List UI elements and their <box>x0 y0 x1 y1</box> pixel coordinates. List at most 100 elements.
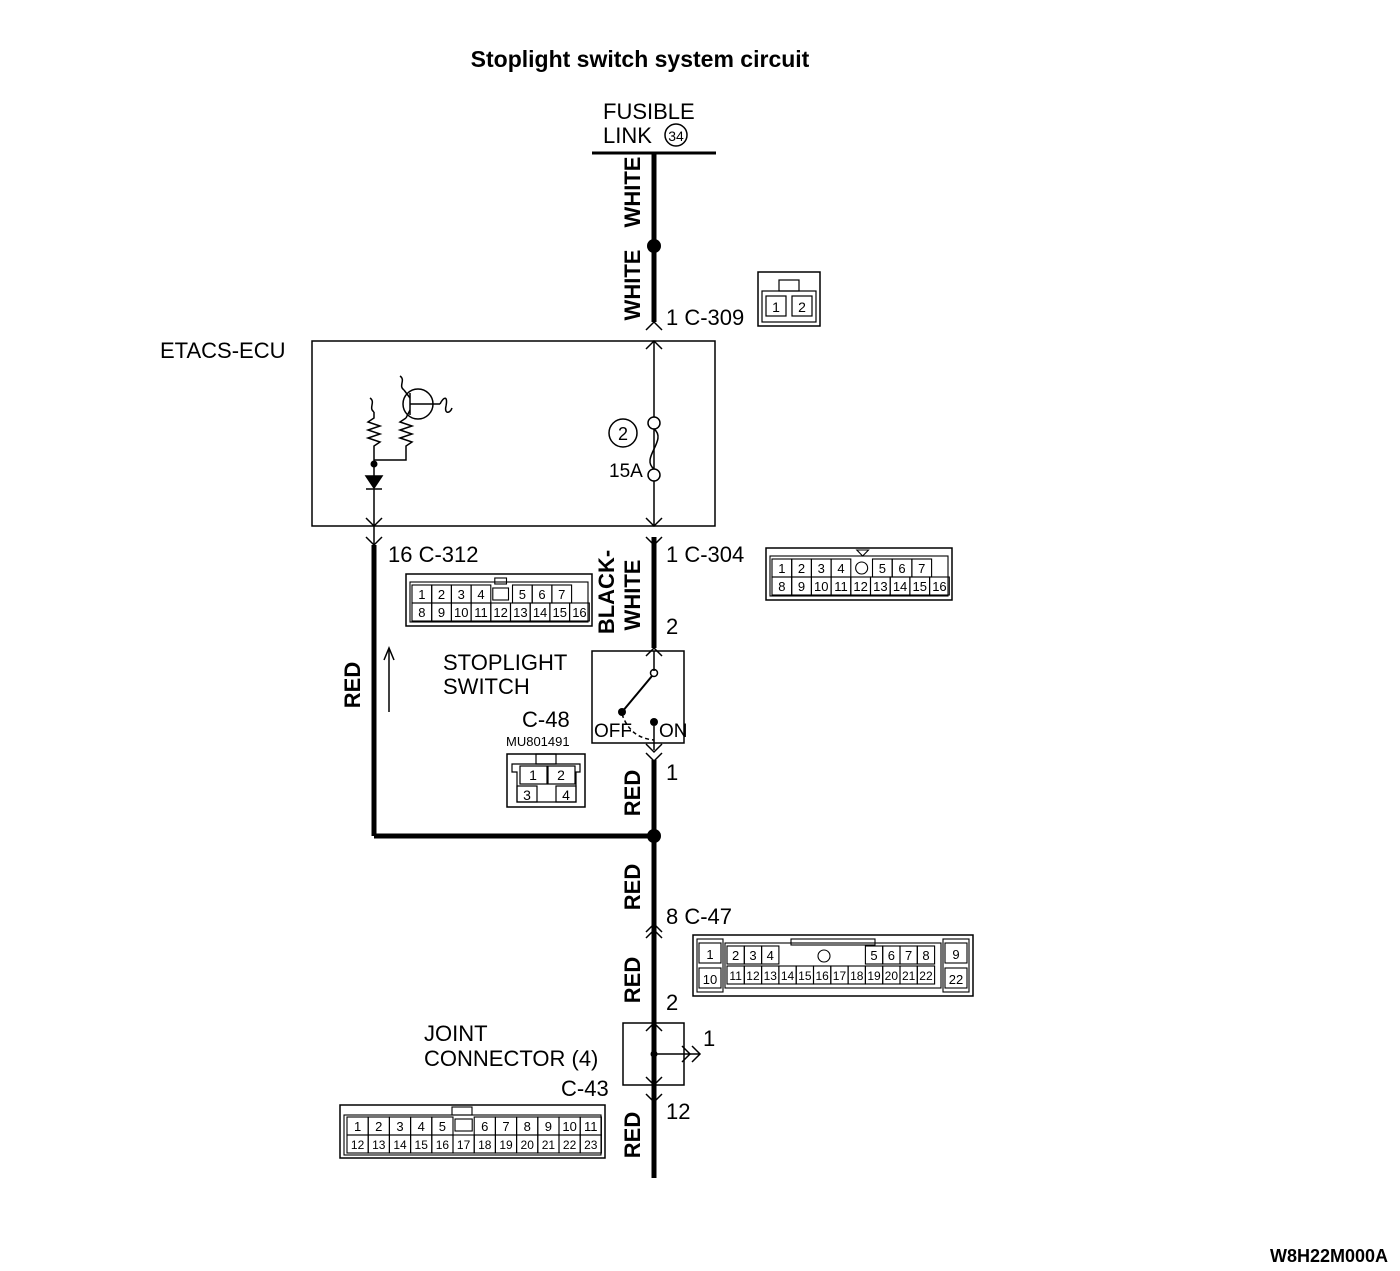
wire-color-label: RED <box>620 864 645 910</box>
connector-pin: 11 <box>729 969 742 983</box>
connector-pin: 18 <box>850 969 864 983</box>
connector-pin: 2 <box>732 948 739 963</box>
connector-chevron <box>645 517 663 528</box>
arrow-head <box>383 646 395 661</box>
wire-color-label: RED <box>620 957 645 1003</box>
connector-chevron <box>645 928 663 939</box>
connector-pin: 6 <box>538 587 545 602</box>
connector-chevron <box>645 752 663 763</box>
connector-pin: 3 <box>749 948 756 963</box>
connector-pin: 20 <box>885 969 899 983</box>
connector-pin: 1 <box>706 947 713 962</box>
connector-pin: 6 <box>898 561 905 576</box>
joint-connector-id: C-43 <box>561 1076 609 1101</box>
switch-on-label: ON <box>659 721 688 742</box>
pin-label-c312: 16 C-312 <box>388 542 479 567</box>
fusible-link-number-circle <box>664 123 688 147</box>
svg-text:2: 2 <box>557 767 565 783</box>
pin-label-switch-bottom: 1 <box>666 760 678 785</box>
svg-text:3: 3 <box>523 787 531 803</box>
connector-pin: 8 <box>778 579 785 594</box>
ecu-internal-circuit <box>364 375 453 526</box>
pin-label-jc-top: 2 <box>666 990 678 1015</box>
connector-pin: 21 <box>542 1138 556 1152</box>
connector-face-c309: 1 2 <box>757 271 821 327</box>
fuse-number: 2 <box>618 424 628 444</box>
connector-pin: 12 <box>853 579 867 594</box>
switch-label: STOPLIGHT <box>443 650 567 675</box>
switch-part-number: MU801491 <box>506 734 570 749</box>
connector-pin: 9 <box>798 579 805 594</box>
connector-pin: 14 <box>393 1138 407 1152</box>
connector-pin: 20 <box>521 1138 535 1152</box>
connector-pin: 2 <box>438 587 445 602</box>
connector-pin: 1 <box>354 1119 361 1134</box>
ecu-label: ETACS-ECU <box>160 338 286 363</box>
connector-pin: 22 <box>919 969 933 983</box>
switch-on-contact <box>650 718 658 726</box>
splice-dot <box>647 239 661 253</box>
wire-color-label: RED <box>340 662 365 708</box>
switch-off-label: OFF <box>594 721 632 742</box>
pin-label-jc-bottom: 12 <box>666 1099 690 1124</box>
svg-text:4: 4 <box>562 787 570 803</box>
fuse-symbol <box>647 416 661 482</box>
connector-pin: 1 <box>418 587 425 602</box>
connector-chevron <box>645 320 663 331</box>
pin-label-jc-right: 1 <box>703 1026 715 1051</box>
wire-color-label: WHITE <box>620 560 645 631</box>
connector-pin: 21 <box>902 969 916 983</box>
connector-pin: 10 <box>454 605 468 620</box>
connector-pin: 8 <box>524 1119 531 1134</box>
connector-pin: 15 <box>553 605 567 620</box>
connector-pin: 4 <box>477 587 484 602</box>
connector-pin: 8 <box>418 605 425 620</box>
switch-label-2: SWITCH <box>443 674 530 699</box>
connector-pin: 7 <box>905 948 912 963</box>
connector-pin: 14 <box>533 605 547 620</box>
switch-connector-id: C-48 <box>522 707 570 732</box>
connector-pin: 7 <box>558 587 565 602</box>
connector-pin: 7 <box>918 561 925 576</box>
connector-pin: 12 <box>746 969 760 983</box>
joint-connector-label: JOINT <box>424 1021 488 1046</box>
switch-travel-path <box>621 713 655 741</box>
connector-pin: 16 <box>815 969 829 983</box>
connector-pin: 4 <box>418 1119 425 1134</box>
connector-pin: 17 <box>457 1138 471 1152</box>
connector-pin: 5 <box>519 587 526 602</box>
connector-pin: 11 <box>474 605 488 620</box>
connector-face-c48: 1 2 3 4 <box>506 753 586 808</box>
connector-pin: 6 <box>481 1119 488 1134</box>
connector-pin: 19 <box>499 1138 513 1152</box>
connector-pin: 9 <box>952 947 959 962</box>
fusible-link-number: 34 <box>668 128 684 144</box>
connector-pin: 10 <box>703 972 717 987</box>
connector-pin: 13 <box>764 969 778 983</box>
pin-label-c47: 8 C-47 <box>666 904 732 929</box>
wire-color-label: WHITE <box>620 250 645 321</box>
connector-pin: 13 <box>873 579 887 594</box>
connector-chevron <box>691 1045 702 1063</box>
connector-pin: 18 <box>478 1138 492 1152</box>
connector-chevron <box>645 1076 663 1087</box>
figure-code: W8H22M000A <box>1270 1246 1388 1266</box>
connector-pin: 12 <box>493 605 507 620</box>
pin-label-switch-top: 2 <box>666 614 678 639</box>
connector-pin: 12 <box>351 1138 365 1152</box>
connector-pin: 4 <box>837 561 844 576</box>
fusible-link-label: FUSIBLE <box>603 99 695 124</box>
connector-pin: 4 <box>767 948 774 963</box>
switch-blade <box>621 675 653 713</box>
connector-pin: 19 <box>867 969 881 983</box>
connector-pin: 15 <box>415 1138 429 1152</box>
connector-pin: 16 <box>436 1138 450 1152</box>
connector-pin: 22 <box>563 1138 577 1152</box>
connector-pin: 9 <box>545 1119 552 1134</box>
ecu-box <box>311 340 716 527</box>
pin-label-c309: 1 C-309 <box>666 305 744 330</box>
